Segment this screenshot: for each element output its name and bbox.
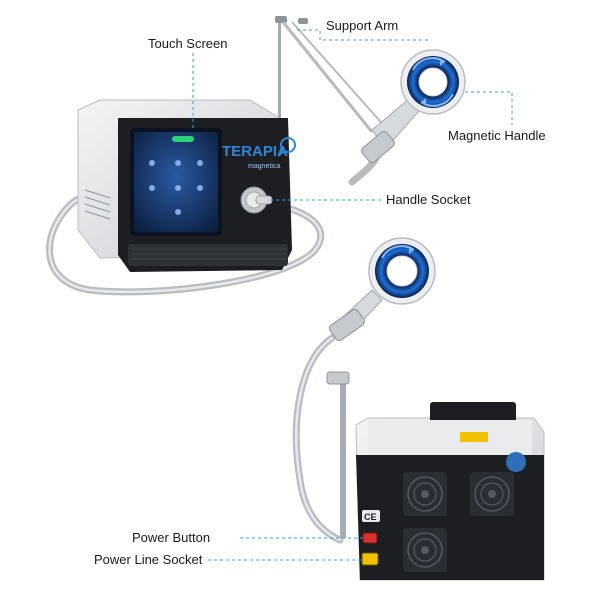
- svg-text:CE: CE: [364, 512, 377, 522]
- touch-screen: [130, 128, 222, 236]
- handle-socket: [240, 186, 273, 214]
- leader-magnetic-handle: [465, 91, 513, 125]
- support-arm: [275, 16, 396, 139]
- label-handle-socket: Handle Socket: [386, 192, 471, 207]
- rear-fan: [470, 472, 514, 516]
- warning-label: [460, 432, 488, 442]
- rear-top-handle: [430, 402, 516, 424]
- power-line-socket: [361, 552, 379, 566]
- label-touch-screen: Touch Screen: [148, 36, 228, 51]
- rear-holder-post: [326, 371, 350, 538]
- rear-fan: [403, 472, 447, 516]
- magnetic-handle-front: [348, 49, 466, 186]
- label-power-line-socket: Power Line Socket: [94, 552, 203, 567]
- brand-sub-logo: magnetica: [248, 163, 280, 170]
- brand-magnet-icon: [278, 137, 296, 157]
- magnetic-handle-rear: [328, 237, 436, 342]
- label-magnetic-handle: Magnetic Handle: [448, 128, 546, 143]
- qc-badge: [506, 452, 526, 472]
- label-power-button: Power Button: [132, 530, 211, 545]
- front-view-device: TERAPIA magnetica: [46, 16, 466, 296]
- leader-lines: [192, 29, 513, 561]
- ce-mark: CE: [362, 510, 380, 522]
- rear-handle-cable: [292, 334, 344, 544]
- rear-panel: [356, 455, 544, 580]
- rear-fan: [403, 528, 447, 572]
- power-button[interactable]: [362, 532, 378, 544]
- label-support-arm: Support Arm: [326, 18, 399, 33]
- brand-logo: TERAPIA: [222, 143, 288, 160]
- front-grille: [128, 244, 288, 266]
- side-vents: [84, 189, 111, 220]
- rear-view-device: CE: [292, 237, 545, 581]
